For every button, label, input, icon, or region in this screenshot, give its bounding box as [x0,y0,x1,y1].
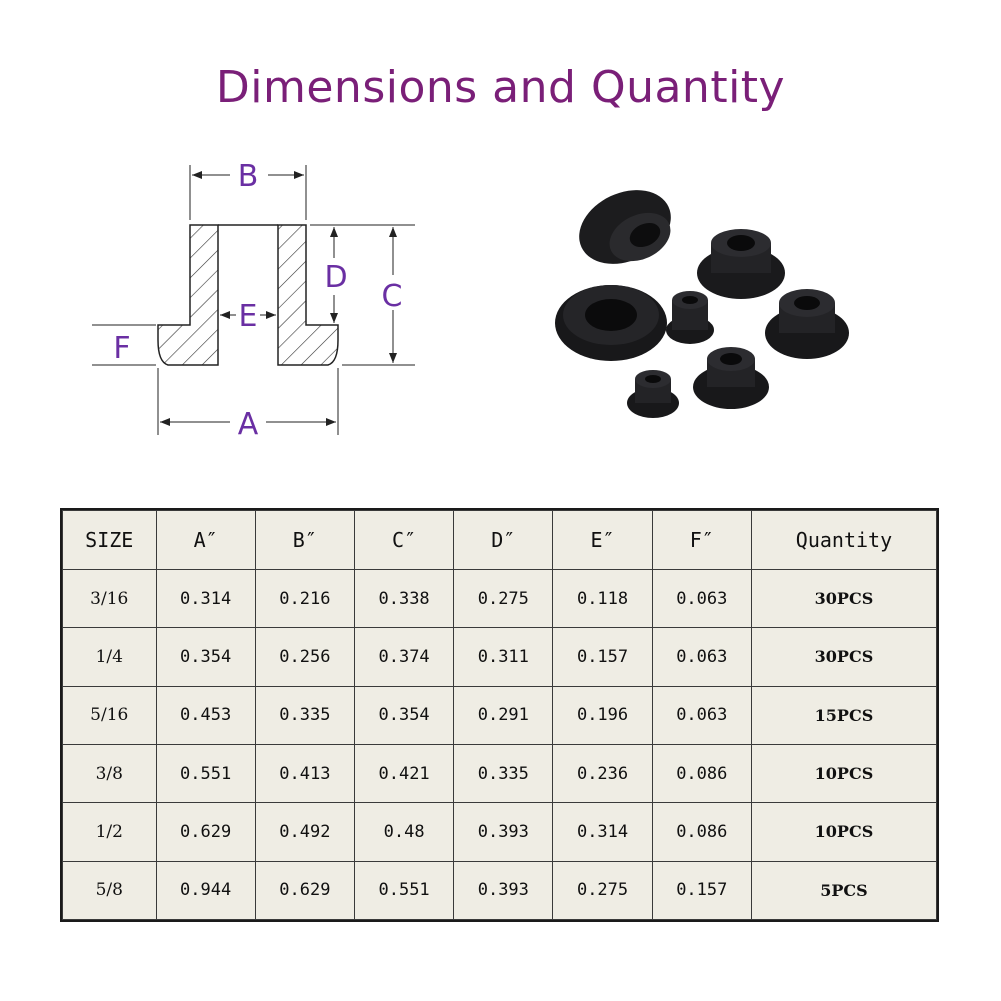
label-f: F [113,331,130,366]
header-b: B″ [254,510,355,570]
cell-c: 0.374 [353,627,455,687]
cell-size: 3/8 [62,743,157,804]
table-row: 3/8 0.551 0.413 0.421 0.335 0.236 0.086 … [62,743,938,804]
cell-f: 0.157 [651,860,752,921]
cell-d: 0.393 [453,860,554,921]
cell-c: 0.551 [353,860,455,921]
dimensions-table-container: SIZE A″ B″ C″ D″ E″ F″ Quantity 3/16 0.3… [60,508,939,922]
grommet-bottom-small [627,370,679,418]
cell-b: 0.335 [254,685,355,745]
cell-a: 0.629 [155,802,256,862]
cell-quantity: 30PCS [750,627,938,687]
grommet-large-tilted [579,190,671,264]
cell-quantity: 5PCS [750,860,938,921]
cell-f: 0.086 [651,743,752,804]
table-row: 3/16 0.314 0.216 0.338 0.275 0.118 0.063… [62,568,938,629]
cell-c: 0.354 [353,685,455,745]
grommet-small-center [666,291,714,344]
cell-e: 0.157 [552,627,653,687]
header-quantity: Quantity [750,510,938,570]
header-size: SIZE [62,510,157,570]
rubber-grommets-photo [555,190,849,418]
cell-e: 0.275 [552,860,653,921]
cell-e: 0.314 [552,802,653,862]
cell-a: 0.453 [155,685,256,745]
cell-a: 0.551 [155,743,256,804]
cell-d: 0.275 [453,568,554,629]
cell-c: 0.338 [353,568,455,629]
cell-b: 0.216 [254,568,355,629]
cell-d: 0.335 [453,743,554,804]
cell-size: 3/16 [62,568,157,629]
left-wall-section [157,224,219,366]
cell-d: 0.291 [453,685,554,745]
header-c: C″ [353,510,455,570]
grommet-cross-section-diagram: B D C E F A [92,159,415,442]
cell-c: 0.421 [353,743,455,804]
header-e: E″ [552,510,653,570]
label-a: A [238,407,259,442]
label-b: B [238,159,259,194]
right-wall-section [277,224,339,366]
cell-d: 0.311 [453,627,554,687]
page-title: Dimensions and Quantity [215,62,786,113]
cell-e: 0.118 [552,568,653,629]
grommet-large-left [555,285,667,361]
label-d: D [324,260,347,295]
table-row: 5/16 0.453 0.335 0.354 0.291 0.196 0.063… [62,685,938,745]
grommet-right [765,289,849,359]
cell-a: 0.354 [155,627,256,687]
cell-d: 0.393 [453,802,554,862]
cell-f: 0.063 [651,627,752,687]
table-header-row: SIZE A″ B″ C″ D″ E″ F″ Quantity [62,510,938,570]
cell-size: 5/16 [62,685,157,745]
cell-size: 5/8 [62,860,157,921]
table-row: 1/2 0.629 0.492 0.48 0.393 0.314 0.086 1… [62,802,938,862]
cell-size: 1/4 [62,627,157,687]
cell-f: 0.063 [651,568,752,629]
cell-quantity: 10PCS [750,743,938,804]
table-row: 1/4 0.354 0.256 0.374 0.311 0.157 0.063 … [62,627,938,687]
cell-quantity: 15PCS [750,685,938,745]
cell-e: 0.196 [552,685,653,745]
cell-quantity: 10PCS [750,802,938,862]
dimensions-table: SIZE A″ B″ C″ D″ E″ F″ Quantity 3/16 0.3… [62,510,938,921]
cell-c: 0.48 [353,802,455,862]
table-row: 5/8 0.944 0.629 0.551 0.393 0.275 0.157 … [62,860,938,921]
cell-a: 0.944 [155,860,256,921]
cell-b: 0.629 [254,860,355,921]
cell-e: 0.236 [552,743,653,804]
cell-size: 1/2 [62,802,157,862]
label-c: C [382,279,403,314]
grommet-bottom-mid [693,347,769,409]
cell-b: 0.413 [254,743,355,804]
grommet-top-right [697,229,785,299]
header-d: D″ [453,510,554,570]
header-a: A″ [155,510,256,570]
header-f: F″ [651,510,752,570]
label-e: E [239,299,258,334]
cell-b: 0.256 [254,627,355,687]
cell-f: 0.086 [651,802,752,862]
cell-b: 0.492 [254,802,355,862]
cell-f: 0.063 [651,685,752,745]
cell-quantity: 30PCS [750,568,938,629]
cell-a: 0.314 [155,568,256,629]
